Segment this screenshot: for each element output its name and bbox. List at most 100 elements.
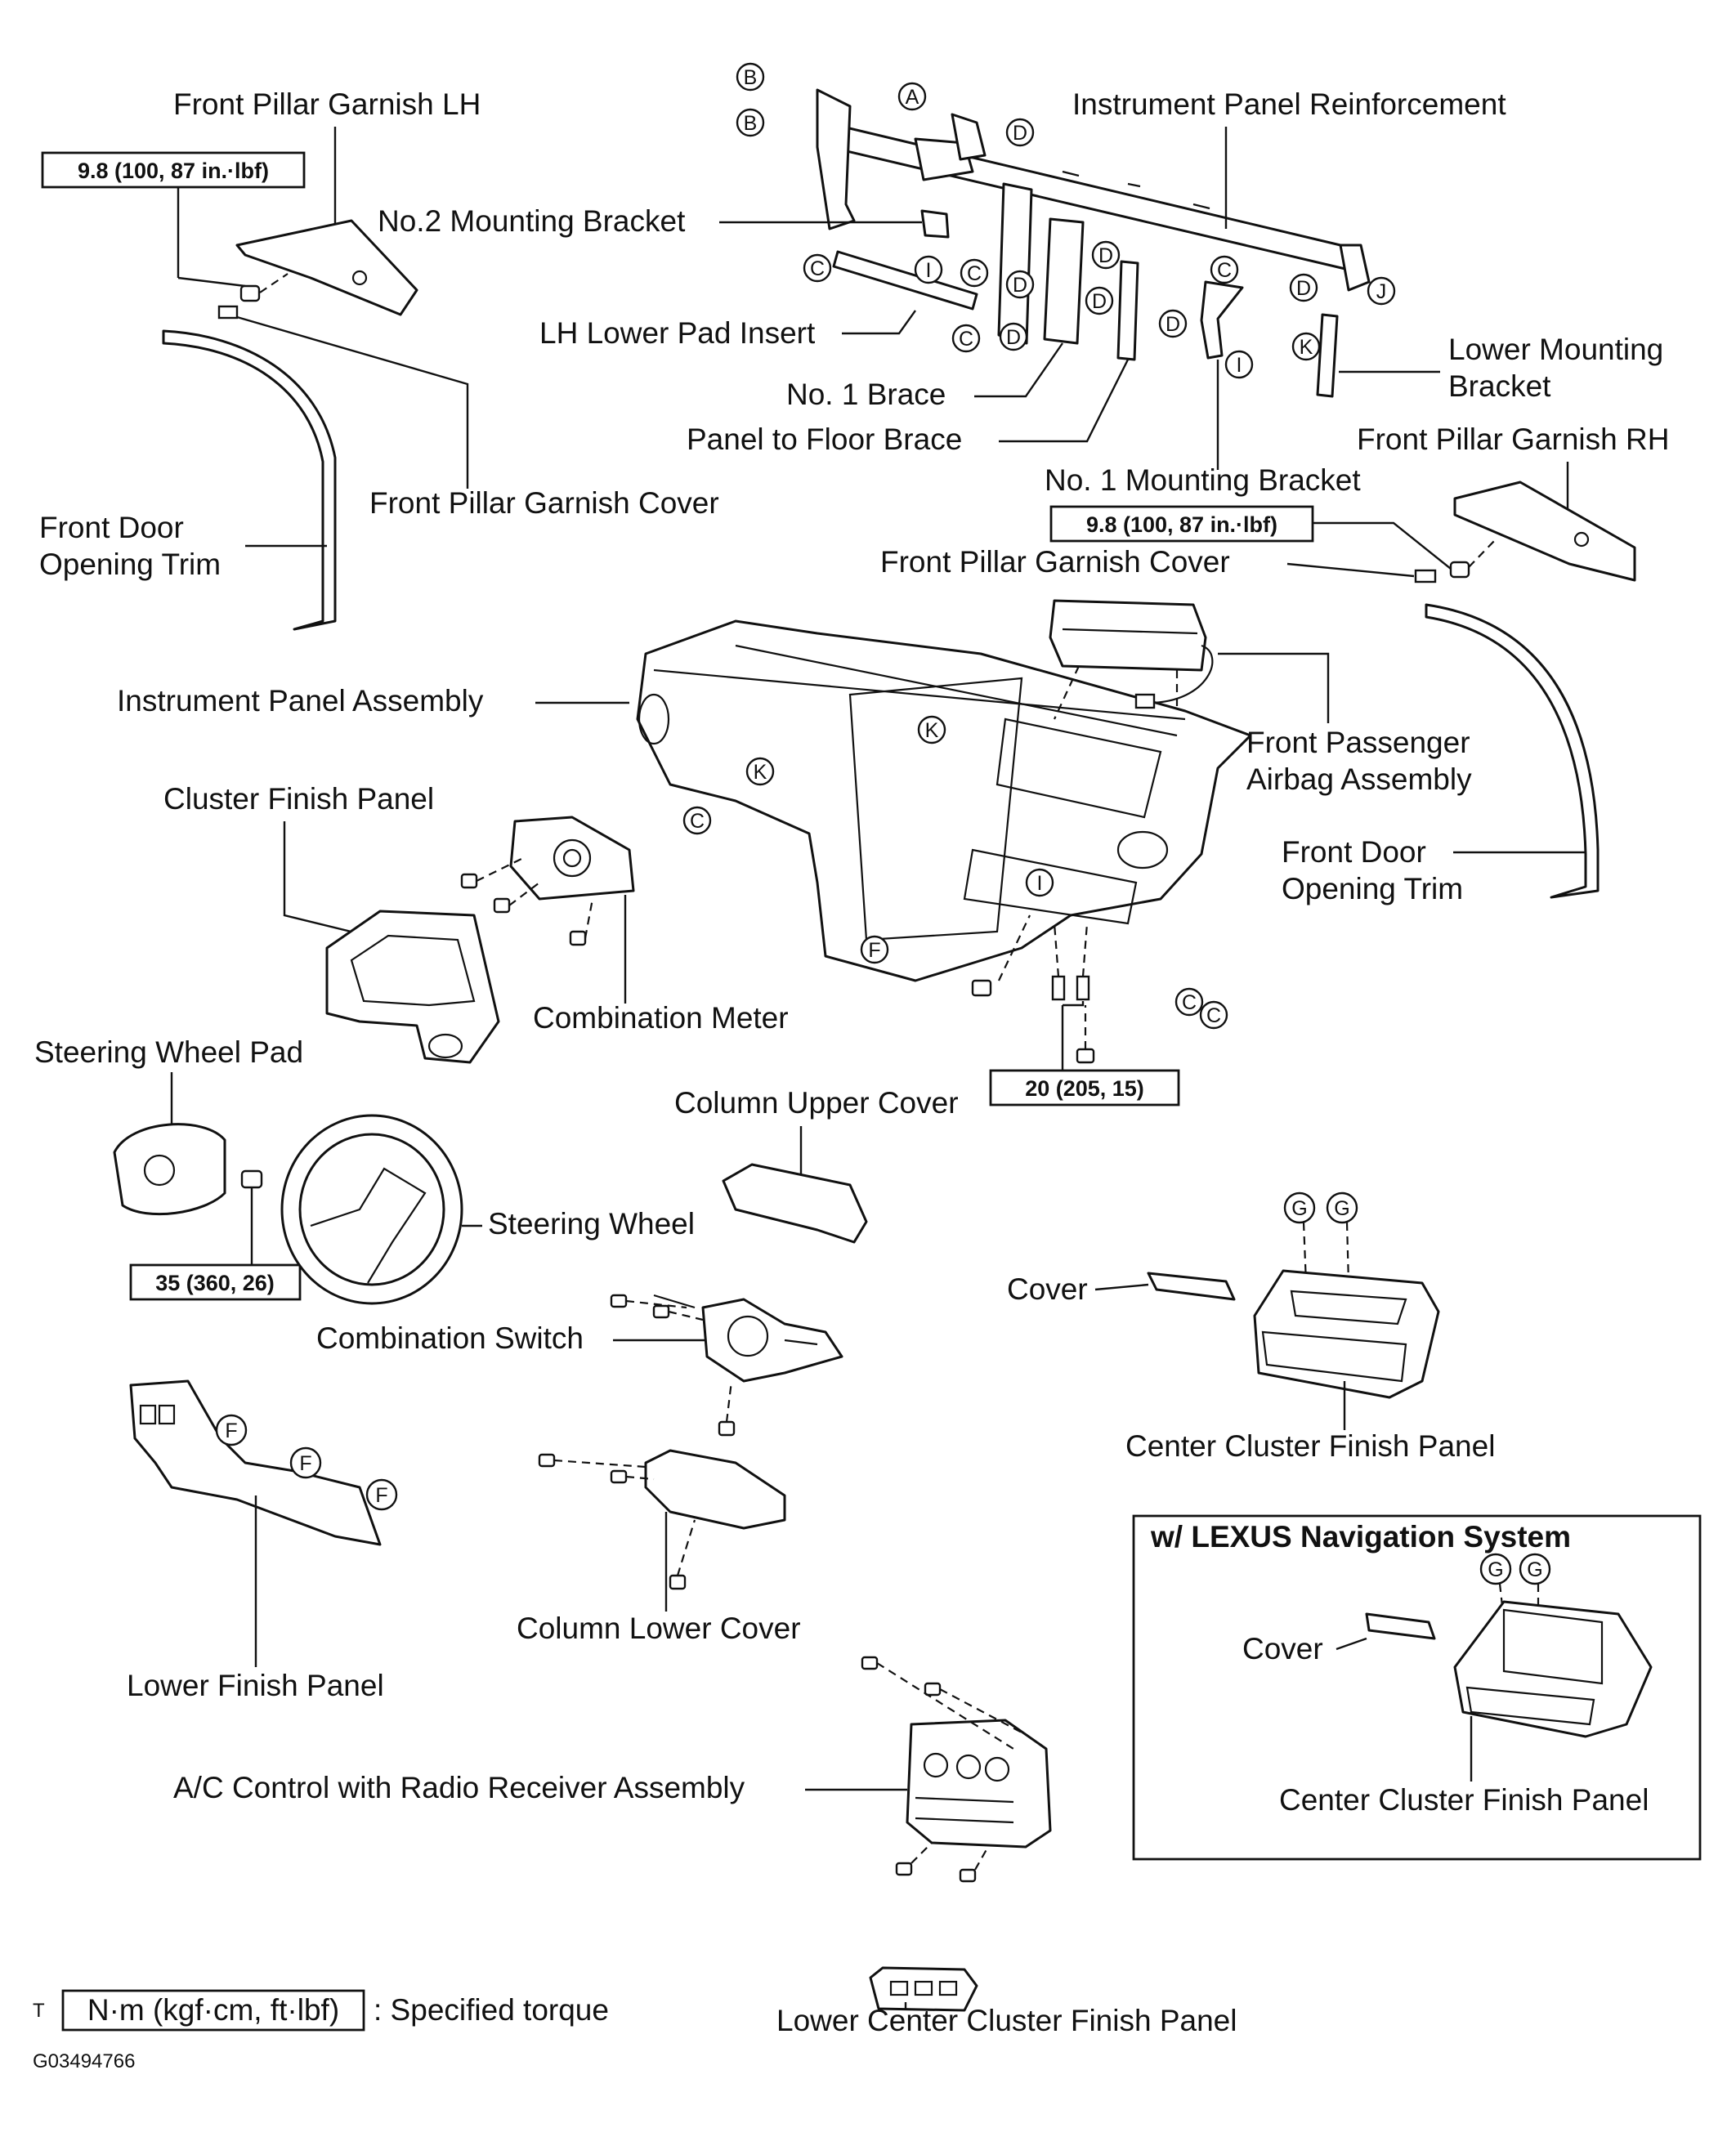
callout-i: I	[1237, 354, 1242, 377]
torque-box-pillar-lh: 9.8 (100, 87 in.·lbf)	[41, 151, 306, 288]
steering-wheel-part	[280, 1114, 463, 1305]
label-cluster-finish-panel: Cluster Finish Panel	[163, 782, 434, 816]
label-front-pillar-garnish-rh: Front Pillar Garnish RH	[1357, 422, 1669, 456]
callout-i: I	[926, 259, 932, 282]
column-upper-cover-part	[722, 1163, 868, 1244]
callout-k: K	[1300, 336, 1313, 359]
callout-d: D	[1006, 326, 1021, 349]
callout-a: A	[906, 86, 919, 109]
label-steering-wheel-pad: Steering Wheel Pad	[34, 1035, 303, 1069]
callout-f: F	[299, 1452, 311, 1475]
label-front-pillar-garnish-cover-right: Front Pillar Garnish Cover	[880, 545, 1230, 579]
callout-d: D	[1092, 290, 1107, 313]
switch-screws	[610, 1294, 736, 1437]
cluster-finish-panel-part	[325, 910, 500, 1064]
label-steering-wheel: Steering Wheel	[488, 1207, 695, 1241]
label-no2-mounting-bracket: No.2 Mounting Bracket	[378, 204, 686, 238]
nav-system-box: w/ LEXUS Navigation System G G Cover Cen…	[1132, 1514, 1702, 1861]
callout-c: C	[959, 328, 973, 351]
label-column-upper-cover: Column Upper Cover	[674, 1086, 959, 1120]
combination-meter-part	[509, 816, 635, 901]
pillar-clip-lh	[217, 273, 289, 320]
torque-panel-bolts: 20 (205, 15)	[1025, 1076, 1144, 1101]
callout-j: J	[1376, 280, 1387, 303]
pillar-clip-rh	[1414, 539, 1497, 583]
front-door-opening-trim-lh-part	[162, 329, 337, 631]
label-column-lower-cover: Column Lower Cover	[517, 1612, 801, 1645]
lower-center-cluster-finish-panel-part	[869, 1966, 978, 2012]
label-lower-center-cluster-finish-panel: Lower Center Cluster Finish Panel	[776, 2004, 1237, 2037]
lower-cover-screws	[538, 1453, 696, 1590]
callout-c: C	[967, 262, 982, 285]
label-front-pillar-garnish-cover-left: Front Pillar Garnish Cover	[369, 486, 719, 520]
callout-d: D	[1166, 313, 1180, 336]
callout-c: C	[1206, 1004, 1221, 1027]
callout-b: B	[744, 66, 758, 89]
torque-box-pillar-rh: 9.8 (100, 87 in.·lbf)	[1049, 505, 1456, 573]
panel-bolts	[971, 914, 1095, 1064]
callout-k: K	[754, 761, 767, 784]
front-door-opening-trim-rh-part	[1425, 603, 1600, 899]
label-combination-switch: Combination Switch	[316, 1321, 584, 1355]
label-ac-control-radio: A/C Control with Radio Receiver Assembly	[173, 1771, 745, 1804]
column-lower-cover-part	[644, 1449, 786, 1530]
callout-d: D	[1098, 244, 1113, 267]
steering-nut	[240, 1169, 263, 1189]
panel-to-floor-brace-part	[1116, 260, 1139, 361]
callout-i: I	[1037, 872, 1043, 895]
center-cluster-cover-part	[1147, 1272, 1236, 1301]
label-front-door-opening-trim-right-2: Opening Trim	[1282, 872, 1463, 905]
meter-bolts	[460, 857, 594, 946]
front-passenger-airbag-part	[1049, 599, 1214, 720]
callout-f: F	[225, 1419, 237, 1442]
callout-k: K	[925, 719, 939, 742]
lower-mounting-bracket-part	[1316, 313, 1339, 398]
callout-g: G	[1291, 1197, 1307, 1220]
label-front-door-opening-trim-left-1: Front Door	[39, 511, 184, 544]
no1-mounting-bracket-part	[1200, 280, 1244, 360]
label-lower-finish-panel: Lower Finish Panel	[127, 1669, 384, 1702]
label-front-pillar-garnish-lh: Front Pillar Garnish LH	[173, 87, 481, 121]
label-instrument-panel-reinforcement: Instrument Panel Reinforcement	[1072, 87, 1506, 121]
legend-marker: T	[33, 2000, 45, 2022]
callout-g: G	[1488, 1558, 1503, 1581]
label-nav-cover: Cover	[1242, 1632, 1323, 1665]
torque-steering-nut: 35 (360, 26)	[155, 1271, 275, 1295]
label-combination-meter: Combination Meter	[533, 1001, 789, 1035]
label-front-passenger-airbag-2: Airbag Assembly	[1246, 762, 1472, 796]
label-lower-mounting-bracket-2: Bracket	[1448, 369, 1551, 403]
torque-box-steering: 35 (360, 26)	[129, 1187, 302, 1301]
instrument-panel-assembly-part	[636, 619, 1252, 982]
center-cluster-finish-panel-part	[1253, 1269, 1440, 1399]
no1-brace-part	[1043, 217, 1085, 345]
callout-b: B	[744, 112, 758, 135]
no2-mounting-bracket-part	[920, 209, 950, 239]
steering-wheel-pad-part	[113, 1123, 226, 1216]
label-lower-mounting-bracket-1: Lower Mounting	[1448, 333, 1663, 366]
label-no1-brace: No. 1 Brace	[786, 378, 946, 411]
torque-pillar-lh: 9.8 (100, 87 in.·lbf)	[78, 159, 269, 183]
label-panel-to-floor-brace: Panel to Floor Brace	[687, 422, 962, 456]
label-front-door-opening-trim-left-2: Opening Trim	[39, 548, 221, 581]
label-cover: Cover	[1007, 1272, 1088, 1306]
nav-box-title: w/ LEXUS Navigation System	[1150, 1520, 1571, 1554]
legend-unit: N·m (kgf·cm, ft·lbf)	[87, 1993, 339, 2027]
instrument-panel-reinforcement-part	[816, 88, 1371, 345]
callout-d: D	[1013, 274, 1027, 297]
callouts-lower-left: F F F	[215, 1414, 398, 1511]
combination-switch-part	[653, 1294, 843, 1383]
callout-g: G	[1334, 1197, 1349, 1220]
legend-text: : Specified torque	[374, 1993, 609, 2027]
callout-f: F	[868, 939, 880, 962]
callouts-center: G G	[1283, 1191, 1358, 1284]
callout-c: C	[1182, 991, 1197, 1014]
figure-code: G03494766	[33, 2050, 135, 2072]
callout-c: C	[810, 257, 825, 280]
label-front-door-opening-trim-right-1: Front Door	[1282, 835, 1426, 869]
ac-control-radio-part	[906, 1719, 1052, 1849]
callouts-panel: C K K I F C C	[682, 715, 1228, 1030]
callout-c: C	[1217, 259, 1232, 282]
torque-box-panel: 20 (205, 15)	[989, 1001, 1180, 1107]
front-pillar-garnish-lh-part	[235, 219, 418, 316]
